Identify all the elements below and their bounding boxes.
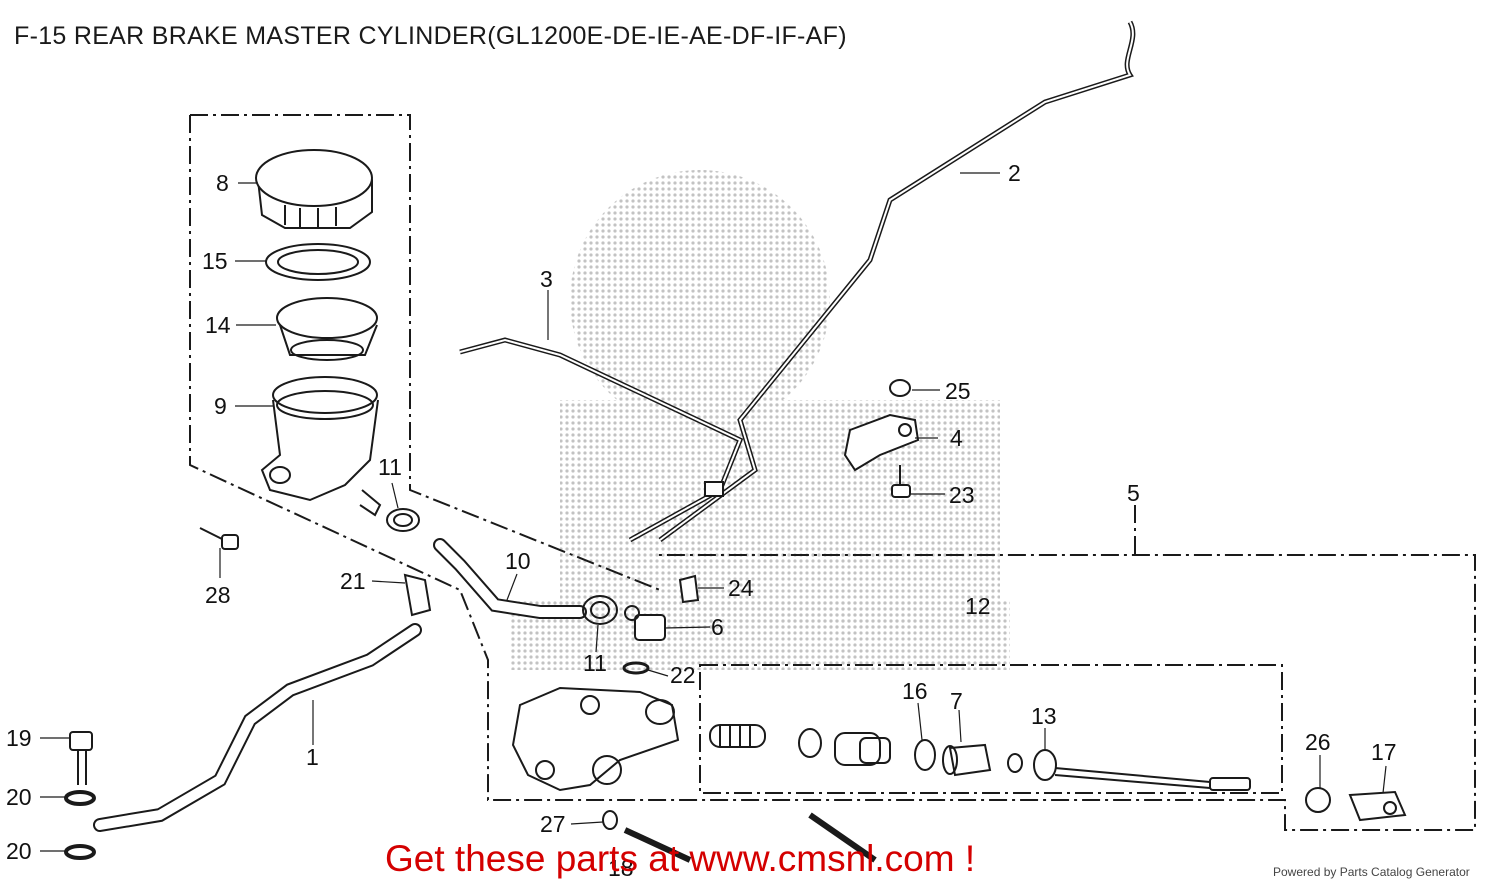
- bolt-23: [891, 465, 911, 498]
- callout-12: 12: [965, 593, 991, 619]
- callout-14: 14: [205, 312, 231, 338]
- callout-7: 7: [950, 688, 963, 714]
- callout-26: 26: [1305, 729, 1331, 755]
- bolt-19: [69, 731, 93, 785]
- bolt-18-b: [808, 812, 877, 863]
- callout-2: 2: [1008, 160, 1021, 186]
- diaphragm-15: [265, 243, 371, 281]
- promo-link[interactable]: Get these parts at www.cmsnl.com !: [385, 838, 976, 879]
- callout-17: 17: [1371, 739, 1397, 765]
- callout-23: 23: [949, 482, 975, 508]
- bolt-28: [199, 527, 239, 550]
- callout-10: 10: [505, 548, 531, 574]
- nut-25: [889, 379, 911, 397]
- hose-clip-11-upper: [386, 508, 420, 532]
- callout-21: 21: [340, 568, 366, 594]
- callout-20-lower: 20: [6, 838, 32, 864]
- callout-8: 8: [216, 170, 229, 196]
- callout-16: 16: [902, 678, 928, 704]
- callout-4: 4: [950, 425, 963, 451]
- callout-1: 1: [306, 744, 319, 770]
- hose-clip-11-lower: [582, 595, 618, 625]
- callout-11-lower: 11: [583, 650, 607, 676]
- callout-15: 15: [202, 248, 228, 274]
- callout-27: 27: [540, 811, 566, 837]
- master-cylinder-12: [511, 686, 680, 792]
- pipe-holder-4: [843, 413, 920, 472]
- nut-26: [1305, 787, 1331, 813]
- reservoir-cap-8: [255, 149, 373, 229]
- washer-20-upper: [64, 790, 96, 806]
- push-rod-13: [1007, 749, 1251, 791]
- o-ring-22: [622, 661, 650, 675]
- washer-20-lower: [64, 844, 96, 860]
- callout-5: 5: [1127, 480, 1140, 506]
- callout-28: 28: [205, 582, 231, 608]
- callout-20-upper: 20: [6, 784, 32, 810]
- washer-27: [602, 810, 618, 830]
- watermark-logo: [510, 170, 1010, 670]
- group-frames: [189, 114, 1476, 831]
- diagram-title: F-15 REAR BRAKE MASTER CYLINDER(GL1200E-…: [14, 22, 847, 50]
- callout-19: 19: [6, 725, 32, 751]
- generator-credit: Powered by Parts Catalog Generator: [1273, 865, 1470, 879]
- callout-18: 18: [608, 855, 634, 881]
- callout-6: 6: [711, 614, 724, 640]
- rod-joint-17: [1348, 790, 1407, 822]
- reservoir-9: [260, 376, 382, 517]
- piston-assembly: [709, 724, 992, 777]
- leader-lines: [40, 172, 1387, 852]
- callout-24: 24: [728, 575, 754, 601]
- hose-clamp-21: [403, 573, 432, 617]
- callout-13: 13: [1031, 703, 1057, 729]
- diaphragm-plate-14: [276, 297, 378, 361]
- callout-25: 25: [945, 378, 971, 404]
- callout-3: 3: [540, 266, 553, 292]
- bolt-18-a: [623, 827, 692, 863]
- callout-11-upper: 11: [378, 454, 402, 480]
- callout-9: 9: [214, 393, 227, 419]
- callout-22: 22: [670, 662, 696, 688]
- clip-24: [678, 574, 700, 604]
